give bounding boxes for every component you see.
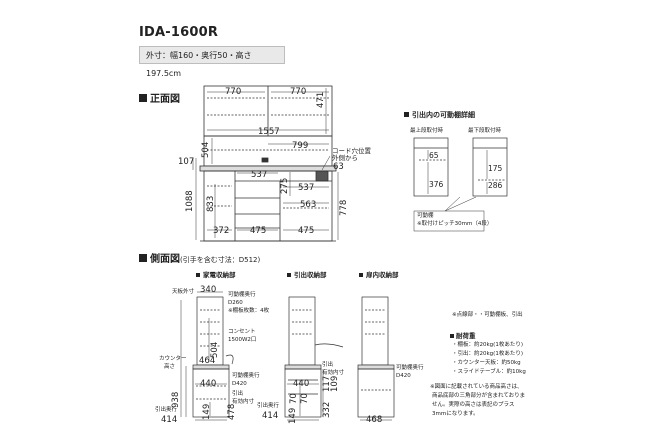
dim-bottom-width-1: 372 <box>213 226 230 236</box>
load-title: 耐荷重 <box>450 333 476 340</box>
dim-drawer-width-1: 537 <box>251 170 268 180</box>
c1-counter-label: カウンター <box>159 356 187 362</box>
front-view-heading: 正面図 <box>139 94 180 105</box>
c1-counter-height: 464 <box>199 356 216 366</box>
c1-shelf-label: 可動棚奥行 <box>228 292 256 298</box>
c1-lower-shelf-depth: D420 <box>232 381 247 387</box>
side-col3-heading: 扉内収納部 <box>359 272 399 279</box>
c2-depth-value: 414 <box>262 411 279 421</box>
c2-v3: 149 <box>288 407 298 424</box>
front-view-title: 正面図 <box>150 94 180 105</box>
detail-left-top: 65 <box>429 151 439 160</box>
dim-top-right: 770 <box>290 87 307 97</box>
c2-v1: 70 <box>289 393 299 404</box>
legend-dotted: ※点線部・・可動棚板、引出 <box>452 312 523 318</box>
dim-bottom-width-3: 475 <box>298 226 315 236</box>
c1-counter-label-2: 高さ <box>164 364 176 370</box>
detail-note-pitch: ※取付けピッチ30mm（4段） <box>417 221 493 227</box>
c1-top-value: 340 <box>200 285 217 295</box>
side-col2-title: 引出収納部 <box>294 271 327 279</box>
c1-depth-value: 414 <box>161 415 178 425</box>
detail-top-mount-label: 最上段取付時 <box>410 128 444 134</box>
c1-shelf-count: ※棚板枚数：4枚 <box>228 308 270 314</box>
c1-bottom-1: 149 <box>202 403 212 420</box>
size-box: 外寸：幅160・奥行50・高さ197.5cm <box>139 46 285 78</box>
c1-bottom-2: 478 <box>227 403 237 420</box>
c3-shelf-depth: D420 <box>396 373 411 379</box>
c2-h2: 109 <box>330 375 340 392</box>
dim-counter-height: 107 <box>178 157 195 167</box>
model-title: IDA-1600R <box>139 25 219 40</box>
note-line-1: ※図面に記載されている商品高さは、 <box>430 384 523 390</box>
c3-width: 468 <box>366 415 383 425</box>
square-bullet-icon <box>139 94 147 102</box>
side-col3-title: 扉内収納部 <box>366 271 399 279</box>
detail-note-title: 可動棚 <box>417 213 434 219</box>
square-bullet-icon <box>196 273 200 277</box>
load-slide-table: ・スライドテーブル：約10kg <box>452 369 526 375</box>
dim-drawer-width-2: 537 <box>298 183 315 193</box>
dim-bottom-width-2: 475 <box>250 226 267 236</box>
c1-total-height: 938 <box>171 391 181 408</box>
c1-outlet-value: 1500W2口 <box>228 337 257 343</box>
note-line-3: せん。実際の高さは表記のプラス <box>432 402 515 408</box>
cord-hole-note: コード穴位置 外側から <box>332 147 371 163</box>
square-bullet-icon <box>404 112 409 117</box>
c1-drawer-label: 引出 <box>232 391 244 397</box>
detail-title: 引出内の可動棚詳細 <box>412 111 475 119</box>
c2-drawer-label: 引出 <box>322 362 334 368</box>
detail-right-top: 175 <box>488 164 503 173</box>
side-col1-title: 家電収納部 <box>203 271 236 279</box>
c2-width: 440 <box>293 379 310 389</box>
c1-drawer-label-2: 有効内寸 <box>232 399 255 405</box>
detail-left-bottom: 376 <box>429 180 444 189</box>
dim-right-width: 563 <box>300 200 317 210</box>
dim-top-left: 770 <box>225 87 242 97</box>
load-shelf: ・棚板：約20kg(1枚あたり) <box>452 342 523 348</box>
load-drawer: ・引出：約20kg(1枚あたり) <box>452 351 523 357</box>
c1-outlet-label: コンセント <box>228 329 256 335</box>
dim-cord-offset: 63 <box>333 162 344 172</box>
note-line-2: 商品底部の三角部分が含まれておりま <box>432 393 526 399</box>
side-view-title: 側面図 <box>150 254 180 265</box>
square-bullet-icon <box>139 254 147 262</box>
square-bullet-icon <box>450 334 454 338</box>
c2-depth-label: 引出奥行 <box>257 403 280 409</box>
square-bullet-icon <box>359 273 363 277</box>
c2-v2: 70 <box>300 393 310 404</box>
c2-h3: 332 <box>322 401 332 418</box>
detail-right-bottom: 286 <box>488 181 503 190</box>
c1-depth-label: 引出奥行 <box>155 407 178 413</box>
square-bullet-icon <box>287 273 291 277</box>
c1-shelf-depth: D260 <box>228 300 243 306</box>
c1-lower-shelf-label: 可動棚奥行 <box>232 373 260 379</box>
load-counter: ・カウンター天板：約50kg <box>452 360 521 366</box>
c2-drawer-label-2: 有効内寸 <box>322 370 345 376</box>
dim-shelf-width: 799 <box>292 141 309 151</box>
detail-heading: 引出内の可動棚詳細 <box>404 112 475 119</box>
side-view-subtitle: (引手を含む寸法：D512) <box>180 256 261 264</box>
c1-top-label: 天板外寸 <box>172 289 195 295</box>
side-view-heading: 側面図(引手を含む寸法：D512) <box>139 254 260 265</box>
side-col1-heading: 家電収納部 <box>196 272 236 279</box>
side-col2-heading: 引出収納部 <box>287 272 327 279</box>
load-title-text: 耐荷重 <box>456 332 476 340</box>
c1-lower-width: 440 <box>200 379 217 389</box>
note-line-4: 3mmになります。 <box>432 411 479 417</box>
c3-shelf-label: 可動棚奥行 <box>396 365 424 371</box>
detail-bottom-mount-label: 最下段取付時 <box>468 128 502 134</box>
dim-inner-width: 1557 <box>258 127 280 137</box>
